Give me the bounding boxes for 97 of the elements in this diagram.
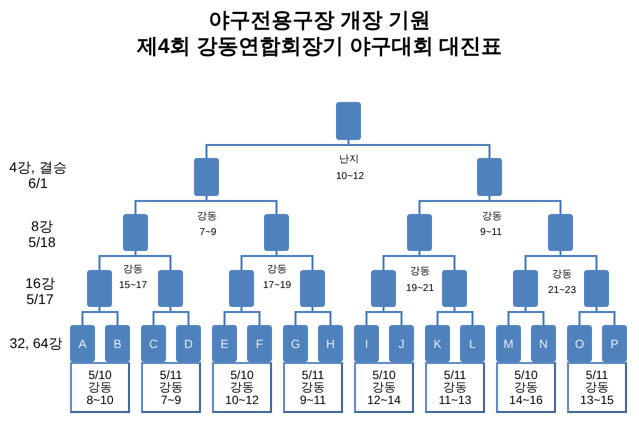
venue-text: 강동 bbox=[88, 381, 112, 394]
match-box bbox=[407, 214, 432, 251]
team-box: B bbox=[105, 325, 130, 362]
schedule-box bbox=[283, 362, 343, 413]
bracket-line bbox=[524, 307, 544, 325]
match-box bbox=[584, 270, 609, 307]
title: 야구전용구장 개장 기원 제4회 강동연합회장기 야구대회 대진표 bbox=[136, 8, 504, 60]
match-box bbox=[513, 270, 538, 307]
time-text: 11~13 bbox=[438, 394, 472, 406]
venue-text: 강동 bbox=[230, 381, 254, 394]
time-label: 10~12 bbox=[334, 170, 366, 184]
schedule-box bbox=[496, 362, 556, 413]
venue-label: 강동 bbox=[196, 210, 218, 224]
venue-label: 강동 bbox=[266, 263, 288, 277]
time-label: 21~23 bbox=[546, 284, 578, 298]
date-text: 5/10 bbox=[88, 368, 112, 382]
match-box bbox=[548, 214, 573, 251]
time-text: 14~16 bbox=[509, 394, 543, 406]
date-text: 5/11 bbox=[160, 368, 182, 382]
team-box: C bbox=[141, 325, 166, 362]
venue-text: 강동 bbox=[159, 381, 183, 394]
team-box: E bbox=[212, 325, 237, 362]
round-label: 8강 5/18 bbox=[27, 218, 57, 250]
venue-text: 강동 bbox=[443, 381, 467, 394]
match-box bbox=[442, 270, 467, 307]
bracket-line bbox=[276, 251, 314, 270]
team-box: L bbox=[460, 325, 485, 362]
team-box: K bbox=[425, 325, 450, 362]
bracket-line bbox=[348, 140, 490, 158]
date-text: 5/11 bbox=[444, 368, 466, 382]
time-text: 9~11 bbox=[300, 394, 326, 406]
time-label: 7~9 bbox=[198, 226, 218, 240]
time-text: 12~14 bbox=[367, 394, 401, 406]
match-box bbox=[158, 270, 183, 307]
venue-text: 강동 bbox=[301, 381, 325, 394]
venue-text: 강동 bbox=[372, 381, 396, 394]
bracket-line bbox=[418, 251, 456, 270]
date-text: 5/10 bbox=[372, 368, 396, 382]
bracket-line bbox=[240, 307, 260, 325]
team-box: A bbox=[70, 325, 95, 362]
team-box: I bbox=[354, 325, 379, 362]
time-text: 13~15 bbox=[580, 394, 614, 406]
bracket-line bbox=[312, 307, 332, 325]
date-text: 5/10 bbox=[514, 368, 538, 382]
schedule-box bbox=[141, 362, 201, 413]
time-label: 17~19 bbox=[262, 279, 292, 293]
match-box bbox=[477, 158, 502, 196]
venue-label: 강동 bbox=[551, 268, 573, 282]
match-box bbox=[229, 270, 254, 307]
round-label: 16강 5/17 bbox=[24, 275, 56, 307]
venue-label: 강동 bbox=[122, 263, 144, 277]
time-label: 9~11 bbox=[479, 226, 503, 240]
team-box: J bbox=[389, 325, 414, 362]
match-box bbox=[87, 270, 112, 307]
time-label: 19~21 bbox=[404, 282, 436, 296]
team-box: P bbox=[602, 325, 627, 362]
match-box bbox=[264, 214, 289, 251]
match-box bbox=[123, 214, 148, 251]
team-box: H bbox=[318, 325, 343, 362]
bracket-line bbox=[488, 196, 562, 214]
bracket-line bbox=[98, 307, 118, 325]
team-box: O bbox=[567, 325, 592, 362]
bracket-line bbox=[560, 251, 598, 270]
bracket-line bbox=[170, 307, 190, 325]
time-label: 15~17 bbox=[118, 279, 148, 293]
team-box: F bbox=[247, 325, 272, 362]
match-box bbox=[194, 158, 219, 196]
bracket-line bbox=[454, 307, 474, 325]
team-box: M bbox=[496, 325, 521, 362]
team-box: G bbox=[283, 325, 308, 362]
match-box bbox=[300, 270, 325, 307]
venue-label: 강동 bbox=[481, 210, 503, 224]
schedule-box bbox=[567, 362, 627, 413]
bracket-line bbox=[596, 307, 616, 325]
bracket-line bbox=[382, 307, 402, 325]
venue-text: 강동 bbox=[585, 381, 609, 394]
time-text: 10~12 bbox=[225, 394, 259, 406]
schedule-box bbox=[70, 362, 130, 413]
venue-text: 강동 bbox=[514, 381, 538, 394]
bracket-line bbox=[206, 196, 278, 214]
match-box bbox=[336, 102, 361, 140]
schedule-box bbox=[425, 362, 485, 413]
venue-label: 강동 bbox=[409, 265, 431, 279]
bracket-line bbox=[134, 251, 172, 270]
round-label: 4강, 결승 6/1 bbox=[8, 159, 68, 191]
date-text: 5/11 bbox=[586, 368, 608, 382]
venue-label: 난지 bbox=[338, 153, 360, 167]
date-text: 5/11 bbox=[302, 368, 324, 382]
round-label: 32, 64강 bbox=[8, 335, 64, 351]
team-box: N bbox=[531, 325, 556, 362]
schedule-box bbox=[212, 362, 272, 413]
time-text: 8~10 bbox=[86, 394, 114, 406]
team-box: D bbox=[176, 325, 201, 362]
match-box bbox=[371, 270, 396, 307]
date-text: 5/10 bbox=[230, 368, 254, 382]
time-text: 7~9 bbox=[160, 394, 182, 406]
schedule-box bbox=[354, 362, 414, 413]
